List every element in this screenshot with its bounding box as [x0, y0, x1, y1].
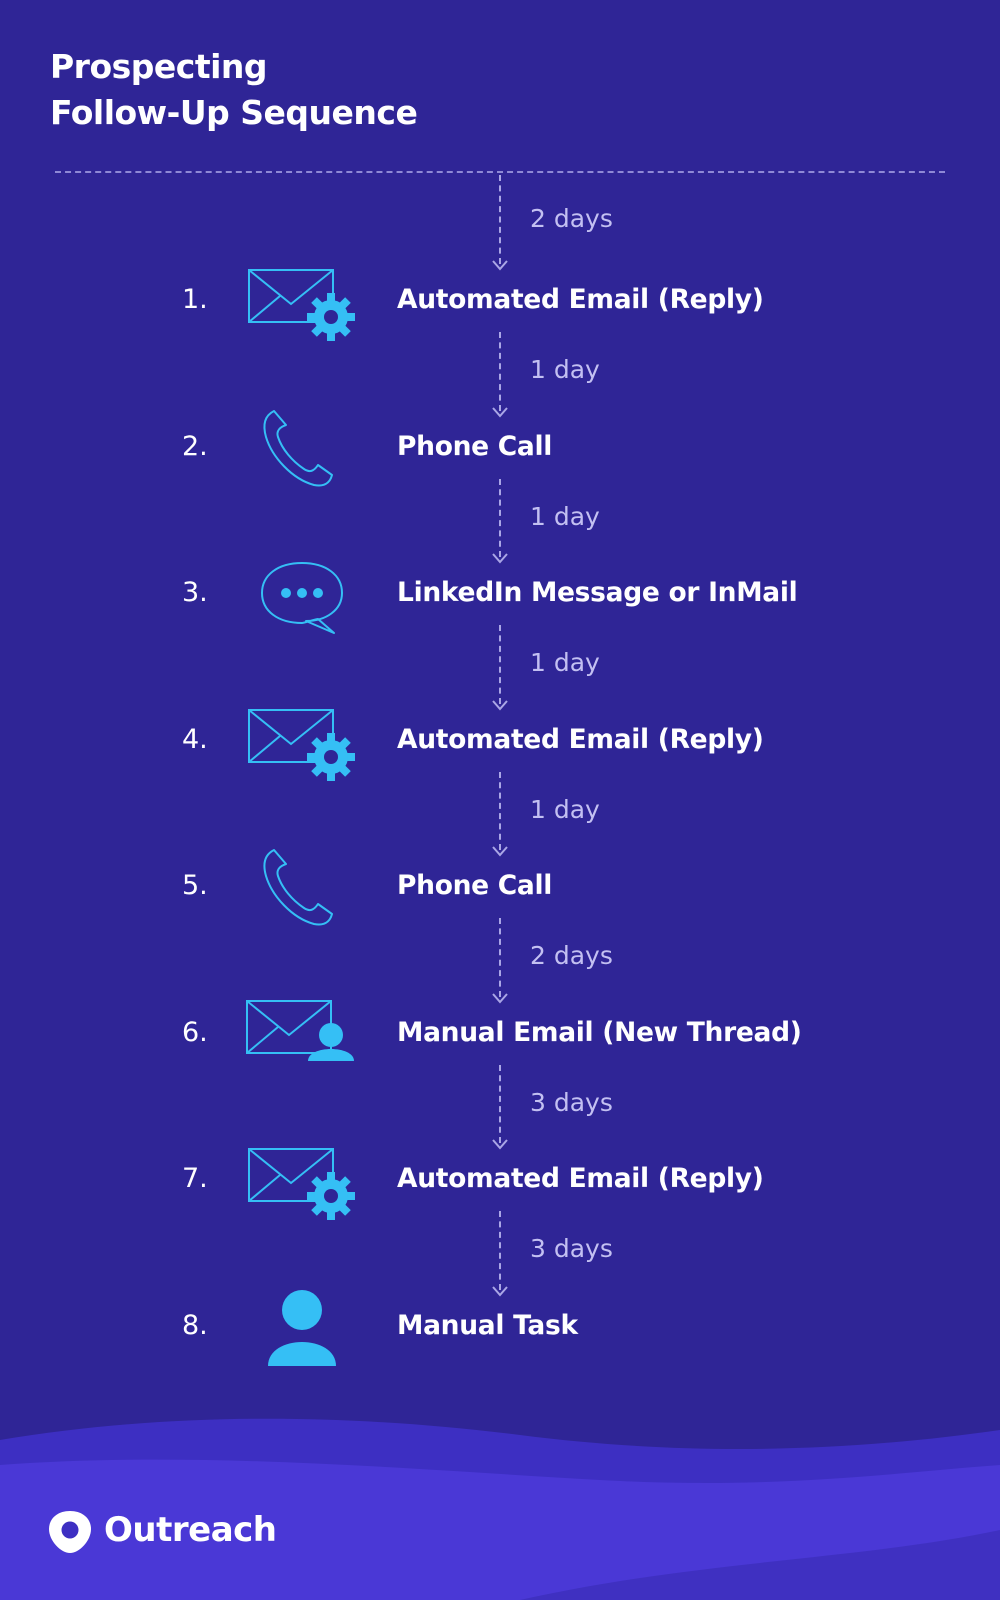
person-icon [244, 1288, 356, 1368]
delay-label: 1 day [530, 501, 600, 531]
outreach-logo-icon [49, 1511, 91, 1553]
arrow-down-icon [491, 1135, 509, 1150]
title-line-1: Prospecting [50, 47, 268, 86]
arrow-down-icon [491, 842, 509, 857]
connector-line [499, 332, 501, 411]
step-label: Automated Email (Reply) [397, 723, 764, 755]
arrow-down-icon [491, 403, 509, 418]
step-number: 6. [182, 1016, 208, 1048]
delay-label: 3 days [530, 1087, 613, 1117]
phone-icon [244, 848, 356, 928]
delay-label: 1 day [530, 648, 600, 678]
email-gear-icon [244, 262, 356, 342]
footer-wave [0, 1418, 1000, 1600]
step-number: 3. [182, 577, 208, 608]
step-label: Phone Call [397, 430, 553, 462]
header-divider [55, 171, 945, 173]
step-number: 8. [182, 1309, 208, 1341]
step-label: Phone Call [397, 870, 553, 901]
arrow-down-icon [491, 696, 509, 711]
delay-label: 1 day [530, 794, 600, 824]
arrow-down-icon [491, 1282, 509, 1297]
connector-line [499, 1064, 501, 1143]
delay-label: 1 day [530, 355, 600, 385]
connector-line [499, 625, 501, 704]
delay-label: 2 days [530, 203, 613, 233]
connector-line [499, 771, 501, 850]
arrow-down-icon [491, 989, 509, 1004]
arrow-down-icon [491, 549, 509, 564]
connector-line [499, 175, 501, 264]
step-number: 7. [182, 1163, 208, 1194]
email-person-icon [244, 995, 356, 1075]
connector-line [499, 918, 501, 997]
step-label: Automated Email (Reply) [397, 284, 764, 315]
arrow-down-icon [491, 256, 509, 271]
chat-bubble-icon [244, 555, 356, 635]
connector-line [499, 478, 501, 557]
phone-icon [244, 409, 356, 489]
step-number: 4. [182, 723, 208, 755]
step-label: LinkedIn Message or InMail [397, 577, 798, 608]
delay-label: 3 days [530, 1234, 613, 1264]
step-label: Automated Email (Reply) [397, 1163, 764, 1194]
delay-label: 2 days [530, 941, 613, 971]
brand-name: Outreach [104, 1510, 277, 1550]
page-title: Prospecting Follow-Up Sequence [50, 44, 418, 136]
step-number: 5. [182, 870, 208, 901]
step-label: Manual Task [397, 1309, 578, 1341]
connector-line [499, 1211, 501, 1290]
email-gear-icon [244, 702, 356, 782]
step-number: 2. [182, 430, 208, 462]
title-line-2: Follow-Up Sequence [50, 93, 418, 132]
step-number: 1. [182, 284, 208, 315]
step-label: Manual Email (New Thread) [397, 1016, 802, 1048]
email-gear-icon [244, 1141, 356, 1221]
